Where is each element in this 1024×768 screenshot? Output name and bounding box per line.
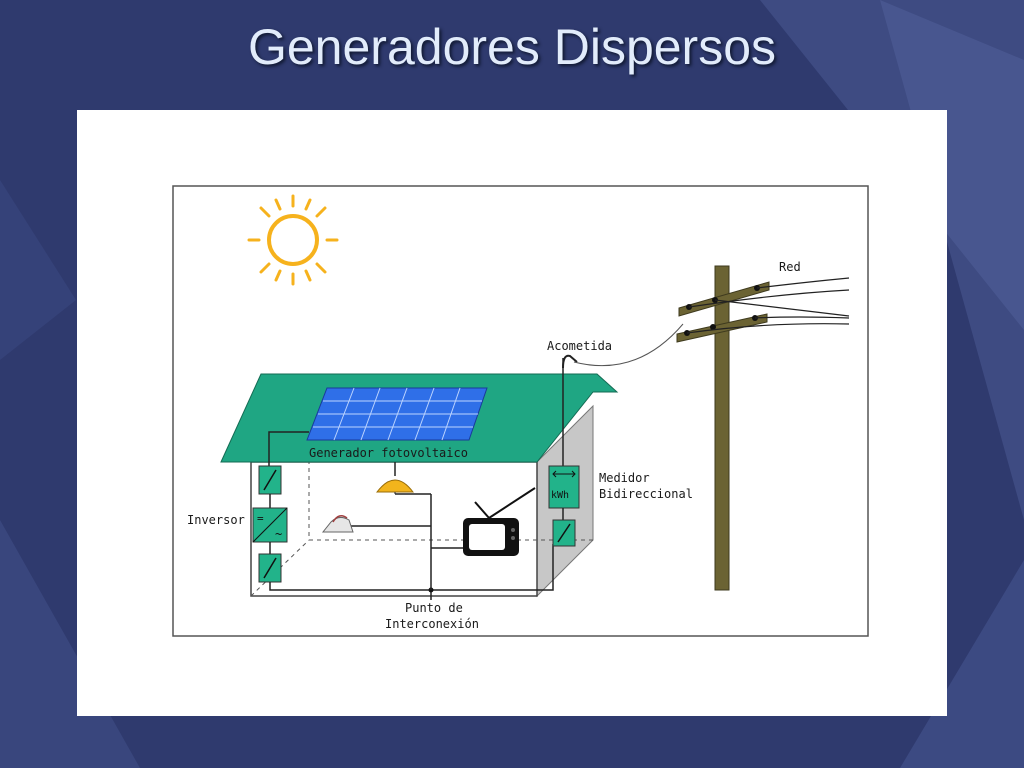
- grid-wires: [686, 277, 850, 334]
- interconnection-label-line1: Punto de: [405, 601, 463, 615]
- slide-title: Generadores Dispersos: [247, 19, 777, 75]
- television-icon: [463, 487, 536, 556]
- service-drop-wire: [573, 323, 684, 367]
- inverter-dc-symbol: =: [257, 512, 264, 525]
- service-drop-label: Acometida: [547, 339, 612, 353]
- meter-unit-label: kWh: [551, 490, 569, 501]
- meter-label-line2: Bidireccional: [599, 487, 693, 501]
- distributed-generation-diagram: Generador fotovoltaico = ~ Inversor: [172, 185, 869, 637]
- grid-label: Red: [779, 260, 801, 274]
- interconnection-label-line2: Interconexión: [385, 617, 479, 631]
- bidirectional-meter: kWh: [548, 358, 580, 547]
- diagram-panel: Generador fotovoltaico = ~ Inversor: [77, 110, 947, 716]
- iron-icon: [321, 515, 354, 533]
- lamp-icon: [375, 462, 431, 495]
- inverter-label: Inversor: [187, 513, 245, 527]
- diagram-frame: [172, 185, 869, 637]
- meter-label-line1: Medidor: [599, 471, 650, 485]
- utility-pole-icon: [676, 265, 770, 591]
- inverter-ac-symbol: ~: [275, 527, 282, 541]
- pv-generator-label: Generador fotovoltaico: [309, 446, 468, 460]
- solar-panel: [306, 387, 488, 441]
- inverter-assembly: = ~: [252, 465, 288, 583]
- sun-icon: [247, 194, 339, 286]
